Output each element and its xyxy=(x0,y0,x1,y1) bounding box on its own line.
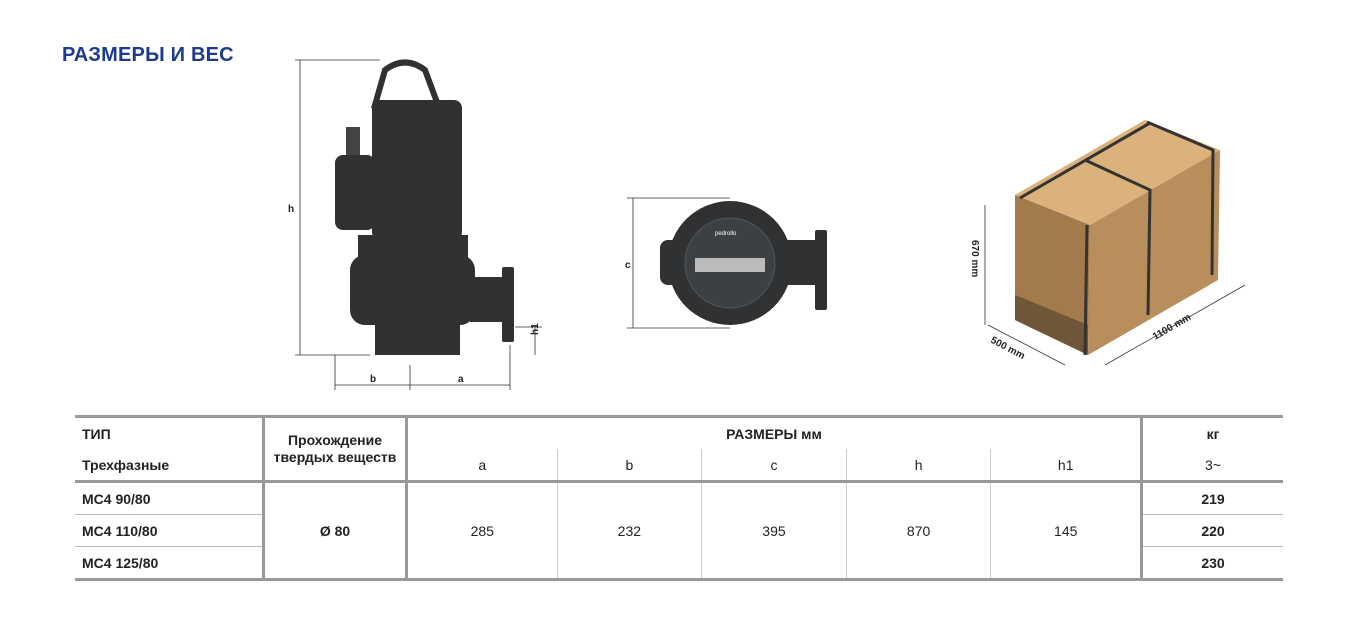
dim-a-label: a xyxy=(458,374,464,385)
page-title: РАЗМЕРЫ И ВЕС xyxy=(62,44,234,66)
dim-h1-value: 145 xyxy=(990,481,1142,581)
dim-a-value: 285 xyxy=(405,481,558,581)
dimensions-weight-table: ТИП Прохождение твердых веществ РАЗМЕРЫ … xyxy=(75,415,1283,581)
dim-h1-label: h1 xyxy=(530,323,541,335)
dim-col-c: c xyxy=(701,449,847,482)
type-subheader: Трехфазные xyxy=(82,456,170,473)
weight-header: кг xyxy=(1140,416,1283,449)
model-cell: MC4 90/80 xyxy=(82,490,151,507)
dim-b-value: 232 xyxy=(556,481,702,581)
dim-col-b: b xyxy=(556,449,702,482)
dim-h-value: 870 xyxy=(845,481,991,581)
solids-header: Прохождение твердых веществ xyxy=(262,416,407,483)
package-height-label: 670 mm xyxy=(969,240,980,277)
pump-top-view-drawing: c pedrollo xyxy=(625,197,827,329)
model-cell: MC4 110/80 xyxy=(82,522,158,539)
package-width-label: 500 mm xyxy=(989,335,1027,362)
pump-side-view-drawing: h h1 b a xyxy=(288,59,542,390)
dim-b-label: b xyxy=(370,374,376,385)
dim-col-h: h xyxy=(845,449,991,482)
weight-subheader: 3~ xyxy=(1140,449,1283,482)
dim-c-label: c xyxy=(625,260,631,271)
dim-c-value: 395 xyxy=(701,481,847,581)
package-crate-drawing: 670 mm 500 mm 1100 mm xyxy=(969,120,1246,366)
dims-header: РАЗМЕРЫ мм xyxy=(405,416,1142,449)
type-header: ТИП xyxy=(82,425,111,442)
weight-cell: 220 xyxy=(1140,514,1283,547)
weight-cell: 230 xyxy=(1140,546,1283,580)
package-length-label: 1100 mm xyxy=(1151,312,1193,343)
model-cell: MC4 125/80 xyxy=(82,554,159,571)
table-row: MC4 90/80 Ø 80 285 232 395 870 145 219 xyxy=(75,481,1283,581)
dim-col-h1: h1 xyxy=(990,449,1142,482)
solids-value: Ø 80 xyxy=(262,481,407,581)
weight-cell: 219 xyxy=(1140,481,1283,515)
dim-col-a: a xyxy=(405,449,558,482)
dim-h-label: h xyxy=(288,204,294,215)
brand-logo: pedrollo xyxy=(715,231,737,237)
